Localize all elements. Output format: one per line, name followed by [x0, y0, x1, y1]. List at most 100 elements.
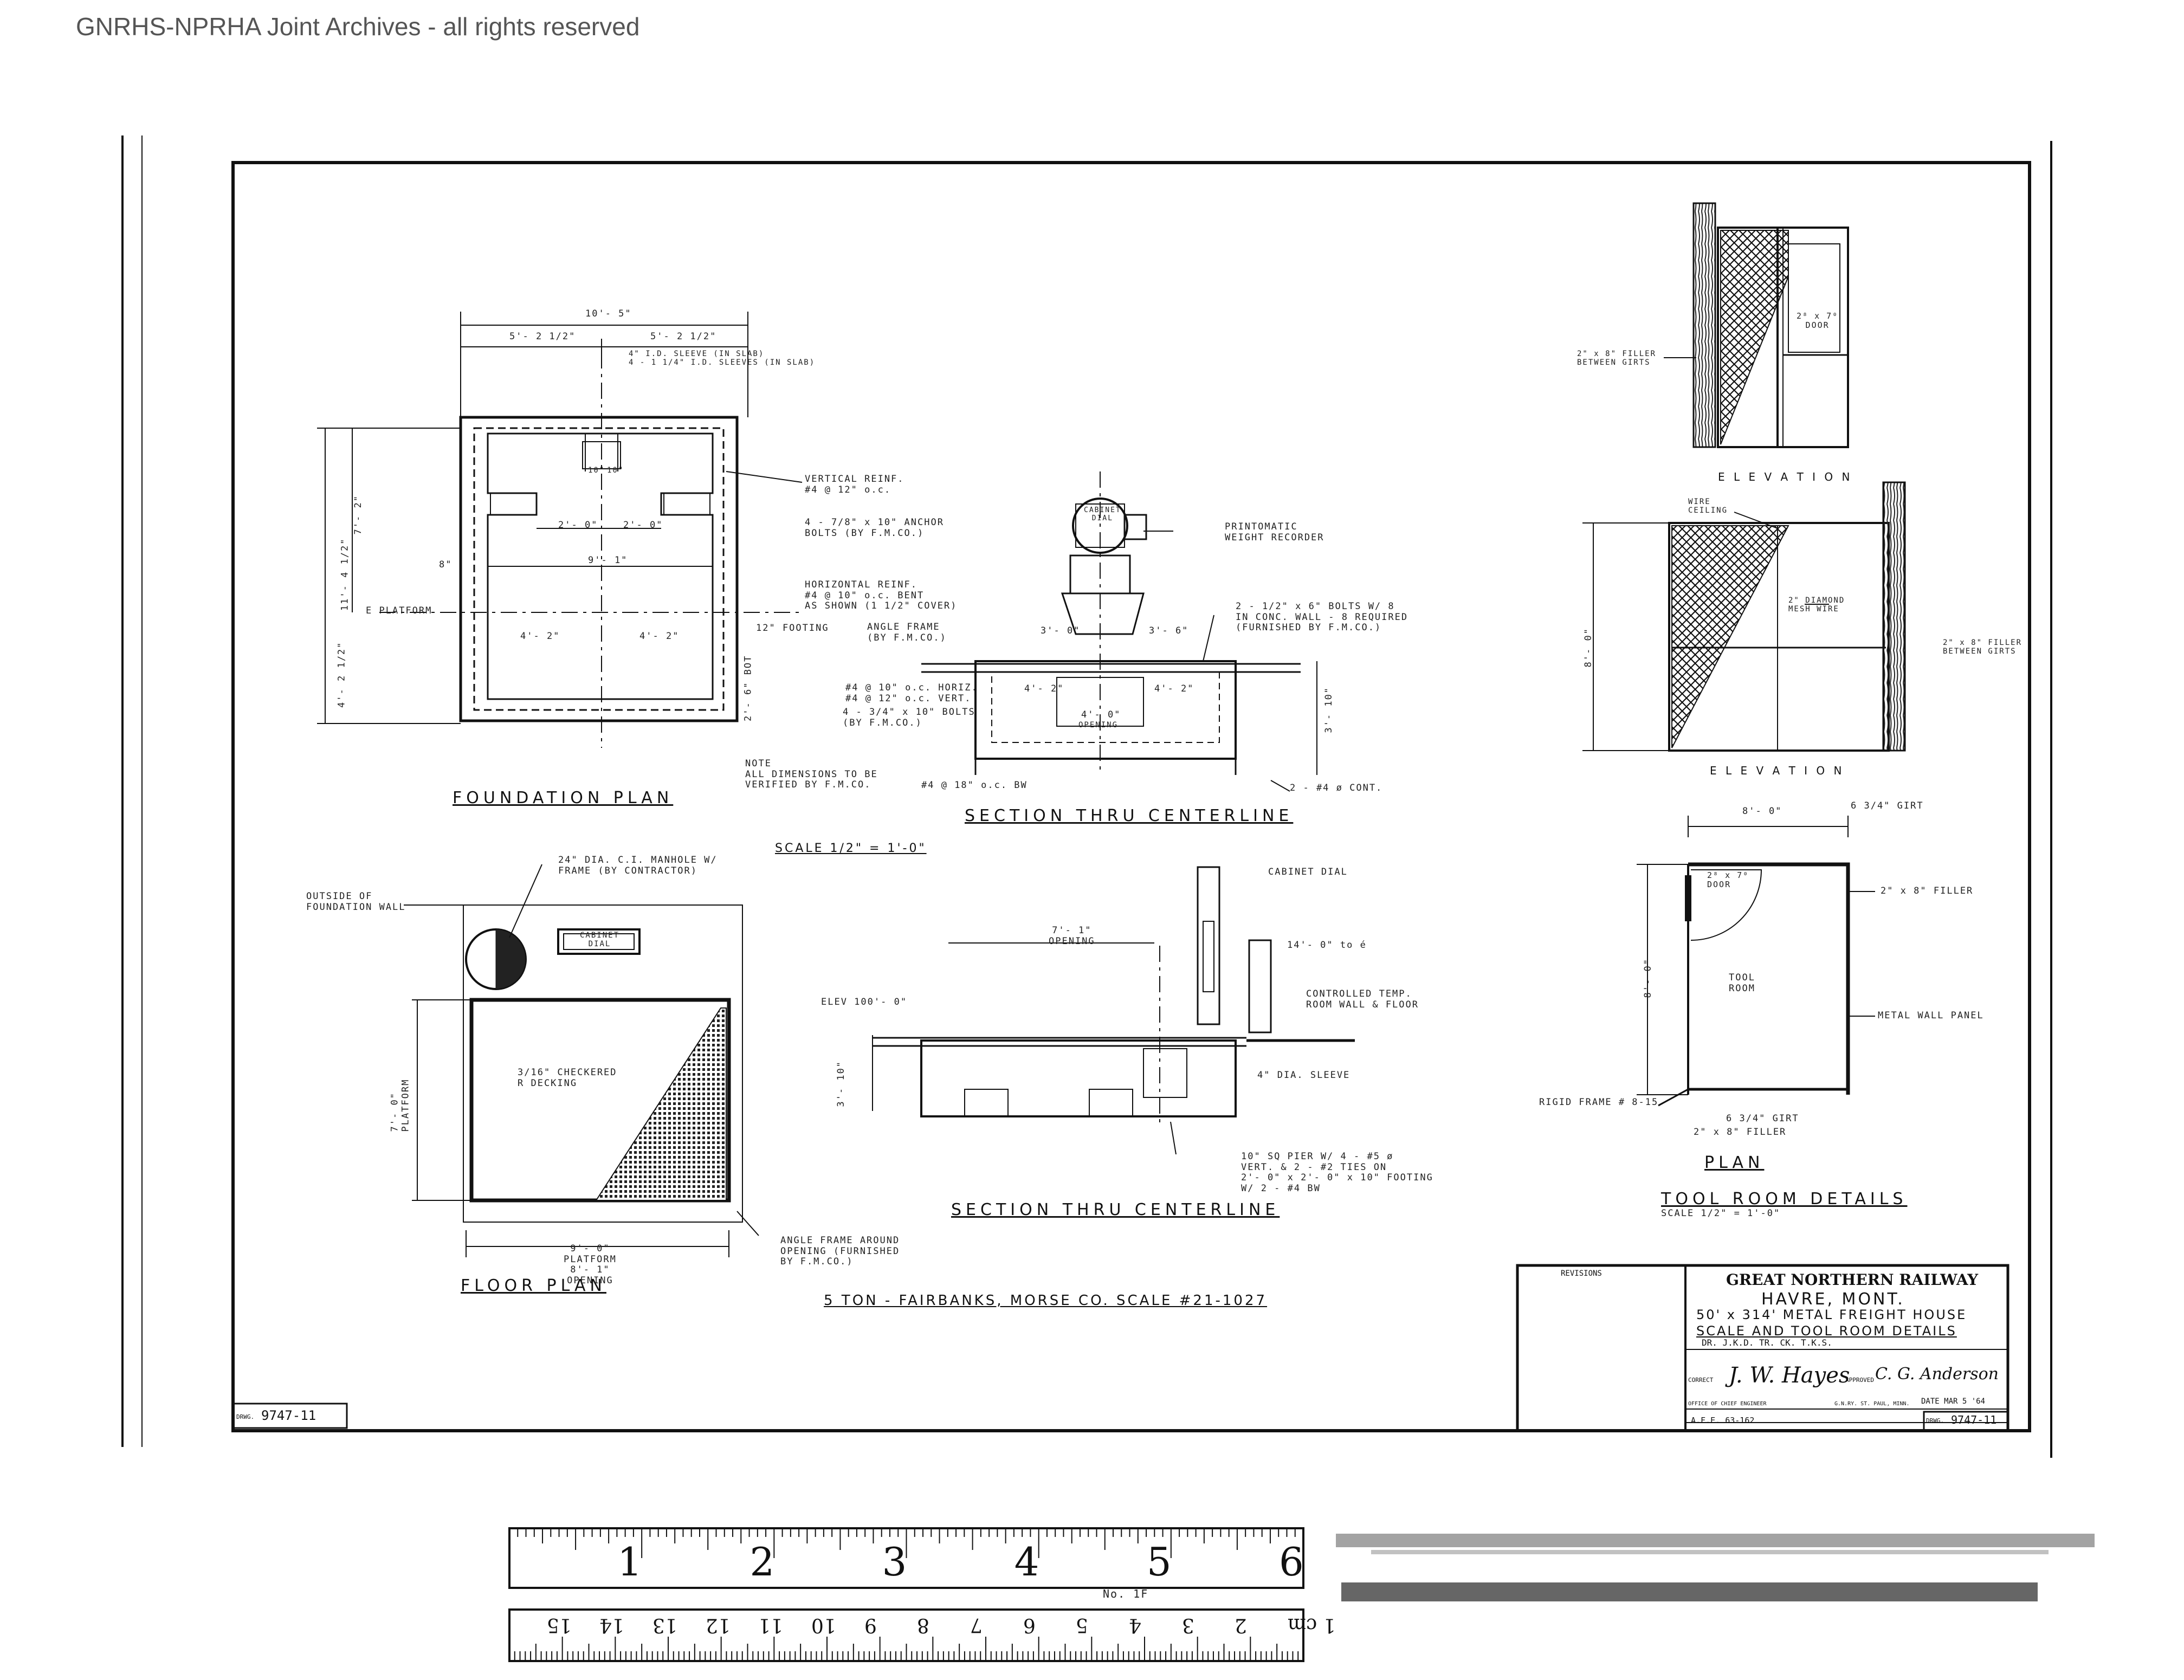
dim-2-0b: 2'- 0" — [623, 520, 663, 531]
dim-7-0-platform: 7'- 0" PLATFORM — [389, 1078, 411, 1132]
plan-title: PLAN — [1704, 1153, 1765, 1172]
archive-watermark: GNRHS-NPRHA Joint Archives - all rights … — [76, 12, 640, 41]
dim-4-2-s1a: 4'- 2" — [1024, 683, 1064, 694]
note-piers: 10" SQ PIER W/ 4 - #5 ø VERT. & 2 - #2 T… — [1241, 1151, 1433, 1194]
ruler-maker: No. 1F — [1103, 1587, 1149, 1600]
platform-centerline: E PLATFORM — [366, 605, 432, 616]
elevation-1-drawing — [1664, 202, 1849, 448]
title-building: 50' x 314' METAL FREIGHT HOUSE — [1696, 1307, 1967, 1322]
ruler-cm-label: 10 — [811, 1614, 836, 1636]
ruler-inch-label: 5 — [1146, 1539, 1172, 1585]
note-outside: OUTSIDE OF FOUNDATION WALL — [306, 891, 406, 913]
ruler-cm-label: 15 — [546, 1614, 572, 1636]
ruler-cm-label: 7 — [970, 1614, 983, 1636]
title-approved: APPROVED — [1845, 1377, 1874, 1384]
scale-note: SCALE 1/2" = 1'-0" — [775, 842, 927, 855]
note-manhole: 24" DIA. C.I. MANHOLE W/ FRAME (BY CONTR… — [558, 855, 718, 876]
note-diamond-mesh: 2" DIAMOND MESH WIRE — [1788, 596, 1845, 614]
note-angle-frame-2: ANGLE FRAME AROUND OPENING (FURNISHED BY… — [780, 1235, 900, 1268]
section-2-drawing — [872, 866, 1355, 1155]
section-1-title: SECTION THRU CENTERLINE — [965, 806, 1294, 825]
note-printomatic: PRINTOMATIC WEIGHT RECORDER — [1225, 521, 1324, 543]
title-drwg-number: 9747-11 — [1951, 1413, 1997, 1426]
dim-4-2-s1b: 4'- 2" — [1154, 683, 1194, 694]
dim-11-4: 11'- 4 1/2" — [339, 538, 351, 611]
dim-8-0-plan-v: 8'- 0" — [1642, 958, 1653, 998]
label-door-1: 2⁸ x 7⁰ DOOR — [1797, 311, 1839, 331]
note-girt: 6 3/4" GIRT — [1851, 800, 1924, 811]
ruler-inch-label: 2 — [749, 1539, 775, 1585]
elevation-2-drawing — [1582, 481, 1906, 752]
dim-4-2b: 4'- 2" — [520, 631, 560, 642]
signature-approved: C. G. Anderson — [1875, 1365, 1999, 1384]
note-horiz-reinf: HORIZONTAL REINF. #4 @ 10" o.c. BENT AS … — [805, 579, 958, 612]
drwg-right-box — [1923, 1411, 2009, 1432]
dim-10b: 10" — [607, 466, 624, 475]
title-date: DATE MAR 5 '64 — [1921, 1397, 1986, 1406]
floor-plan-drawing — [404, 864, 759, 1257]
note-vert-reinf: VERTICAL REINF. #4 @ 12" o.c. — [805, 474, 904, 495]
ruler-inch-label: 3 — [882, 1539, 907, 1585]
archive-stamp — [1336, 1534, 2095, 1601]
dim-14-0: 14'- 0" to é — [1287, 940, 1367, 951]
drwg-left-number: 9747-11 — [261, 1408, 316, 1423]
dim-3-10b: 3'- 10" — [836, 1060, 847, 1107]
note-footing: 12" FOOTING — [756, 623, 829, 634]
ruler-cm-label: 1 cm — [1287, 1614, 1336, 1636]
note-rigid-frame: RIGID FRAME # 8-15 — [1539, 1097, 1659, 1108]
title-afe: A.F.E. 63-162 — [1691, 1416, 1755, 1425]
ruler-cm-label: 3 — [1181, 1614, 1194, 1636]
ruler-inch-label: 1 — [617, 1539, 642, 1585]
note-bolts: 2 - 1/2" x 6" BOLTS W/ 8 IN CONC. WALL -… — [1236, 601, 1408, 634]
label-cabinet: CABINET DIAL — [1084, 506, 1121, 522]
ruler-cm-label: 14 — [599, 1614, 625, 1636]
tool-room-details-title: TOOL ROOM DETAILS — [1661, 1190, 1908, 1209]
dim-4-2: 4'- 2 1/2" — [336, 641, 347, 708]
title-drawn: DR. J.K.D. TR. CK. T.K.S. — [1702, 1337, 1832, 1348]
label-opening: OPENING — [1078, 721, 1119, 729]
ruler-cm-label: 8 — [917, 1614, 930, 1636]
sheet-border — [121, 135, 2052, 1458]
ruler-cm-label: 2 — [1235, 1614, 1248, 1636]
dim-9-1: 9'- 1" — [588, 555, 628, 566]
note-filler-4: 2" x 8" FILLER — [1694, 1127, 1787, 1138]
section-2-title: SECTION THRU CENTERLINE — [951, 1200, 1280, 1219]
foundation-plan-drawing — [317, 312, 803, 748]
ruler-cm-label: 9 — [864, 1614, 877, 1636]
dim-8-0: 8'- 0" — [1582, 628, 1594, 668]
note-cont: 2 - #4 ø CONT. — [1290, 783, 1383, 793]
dim-10-5: 10'- 5" — [585, 308, 632, 319]
note-controlled-temp: CONTROLLED TEMP. ROOM WALL & FLOOR — [1306, 988, 1419, 1010]
ruler-cm-label: 12 — [705, 1614, 731, 1636]
ruler-cm-label: 5 — [1076, 1614, 1089, 1636]
note-all-dimensions: NOTE ALL DIMENSIONS TO BE VERIFIED BY F.… — [745, 758, 878, 791]
elevation-2-title: E L E V A T I O N — [1710, 764, 1845, 777]
dim-8-0-plan: 8'- 0" — [1742, 806, 1782, 817]
dim-4-2c: 4'- 2" — [639, 631, 680, 642]
ruler-cm-label: 11 — [758, 1614, 784, 1636]
note-bolts2: 4 - 3/4" x 10" BOLTS (BY F.M.CO.) — [843, 707, 975, 728]
dim-4-0: 4'- 0" — [1081, 709, 1121, 720]
label-tool-room: TOOL ROOM — [1729, 972, 1755, 994]
title-address: G.N.RY. ST. PAUL, MINN. — [1834, 1401, 1910, 1407]
title-revisions: REVISIONS — [1561, 1269, 1602, 1278]
note-angle-frame: ANGLE FRAME (BY F.M.CO.) — [867, 622, 947, 643]
dim-5-2a: 5'- 2 1/2" — [509, 331, 576, 342]
dim-9-0-platform: 9'- 0" PLATFORM 8'- 1" OPENING — [564, 1243, 617, 1286]
dim-7-2: 7'- 2" — [352, 495, 364, 535]
title-drwg-label: DRWG. — [1926, 1417, 1944, 1424]
note-filler-1: 2" x 8" FILLER BETWEEN GIRTS — [1577, 350, 1657, 367]
ruler-cm-label: 4 — [1128, 1614, 1141, 1636]
note-elev: ELEV 100'- 0" — [821, 997, 908, 1007]
drwg-left-label: DRWG. — [236, 1413, 255, 1420]
ruler-ticks — [509, 1528, 1304, 1661]
ruler-cm-label: 6 — [1023, 1614, 1036, 1636]
dim-10a: 10" — [588, 466, 605, 475]
dim-3-0: 3'- 0" — [1041, 625, 1081, 636]
dim-7-1-opening: 7'- 1" OPENING — [1049, 925, 1095, 947]
label-door-2: 2⁸ x 7⁰ DOOR — [1707, 870, 1749, 890]
note-sleeve: 4" I.D. SLEEVE (IN SLAB) 4 - 1 1/4" I.D.… — [629, 350, 816, 367]
dim-3-6: 3'- 6" — [1149, 625, 1189, 636]
foundation-plan-title: FOUNDATION PLAN — [453, 789, 674, 807]
